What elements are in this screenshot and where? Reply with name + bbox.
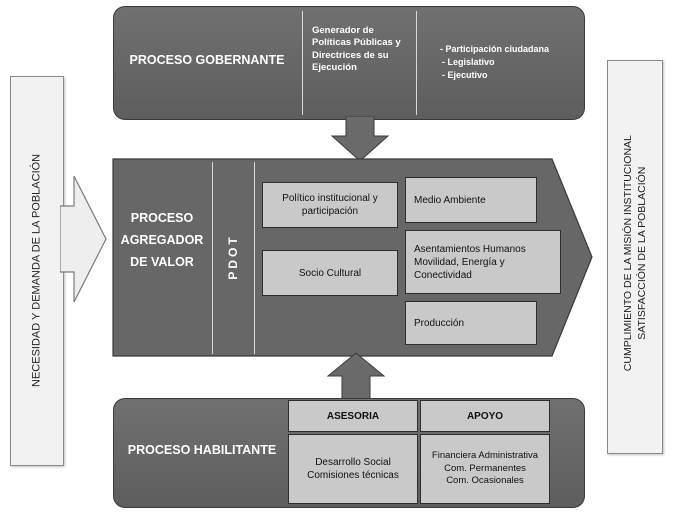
left-input-bar: NECESIDAD Y DEMANDA DE LA POBLACIÓN <box>10 76 64 466</box>
gobernante-divider-1 <box>302 11 303 115</box>
agregador-title-line3: DE VALOR <box>130 254 194 269</box>
gobernante-item-ejecutivo: - Ejecutivo <box>442 70 488 81</box>
agregador-title-line2: AGREGADOR <box>120 232 204 247</box>
apoyo-line-ocasionales: Com. Ocasionales <box>446 475 524 487</box>
gobernante-list: - Participación ciudadana - Legislativo … <box>440 43 580 82</box>
proceso-habilitante-title: PROCESO HABILITANTE <box>127 443 277 457</box>
up-arrow <box>326 352 386 400</box>
apoyo-header: APOYO <box>420 400 550 432</box>
apoyo-line-financiera: Financiera Administrativa <box>431 450 539 462</box>
right-bar-line1: CUMPLIMIENTO DE LA MISIÓN INSTITUCIONAL <box>621 135 634 372</box>
agregador-divider-1 <box>212 162 213 354</box>
apoyo-content: Financiera Administrativa Com. Permanent… <box>420 434 550 504</box>
gobernante-item-participacion: - Participación ciudadana <box>440 44 550 54</box>
asesoria-content: Desarrollo Social Comisiones técnicas <box>288 434 418 504</box>
apoyo-line-permanentes: Com. Permanentes <box>444 462 526 474</box>
gobernante-divider-2 <box>416 11 417 115</box>
left-input-arrow <box>60 176 107 302</box>
box-socio-cultural: Socio Cultural <box>262 250 398 296</box>
asesoria-header: ASESORIA <box>288 400 418 432</box>
pdot-label: PDOT <box>226 234 240 280</box>
proceso-gobernante-title: PROCESO GOBERNANTE <box>129 53 285 67</box>
gobernante-item-legislativo: - Legislativo <box>442 57 495 68</box>
proceso-agregador-title: PROCESO AGREGADOR DE VALOR <box>114 208 210 274</box>
down-arrow <box>330 116 390 162</box>
right-bar-line2: SATISFACCIÓN DE LA POBLACIÓN <box>636 166 648 340</box>
box-politico-institucional: Político institucional y participación <box>262 182 398 228</box>
agregador-title-line1: PROCESO <box>130 211 194 225</box>
box-produccion: Producción <box>405 301 537 345</box>
box-asentamientos-humanos: Asentamientos Humanos Movilidad, Energía… <box>405 230 561 294</box>
right-bar-label: CUMPLIMIENTO DE LA MISIÓN INSTITUCIONAL … <box>621 71 649 435</box>
asesoria-line-desarrollo: Desarrollo Social <box>315 457 391 468</box>
agregador-divider-2 <box>254 162 255 354</box>
asesoria-line-comisiones: Comisiones técnicas <box>307 470 399 481</box>
box-medio-ambiente: Medio Ambiente <box>405 177 537 223</box>
right-output-bar: CUMPLIMIENTO DE LA MISIÓN INSTITUCIONAL … <box>607 60 663 454</box>
left-bar-label: NECESIDAD Y DEMANDA DE LA POBLACIÓN <box>30 153 43 387</box>
gobernante-policy-text: Generador de Políticas Públicas y Direct… <box>312 25 401 74</box>
proceso-gobernante-panel: PROCESO GOBERNANTE Generador de Política… <box>113 6 585 120</box>
